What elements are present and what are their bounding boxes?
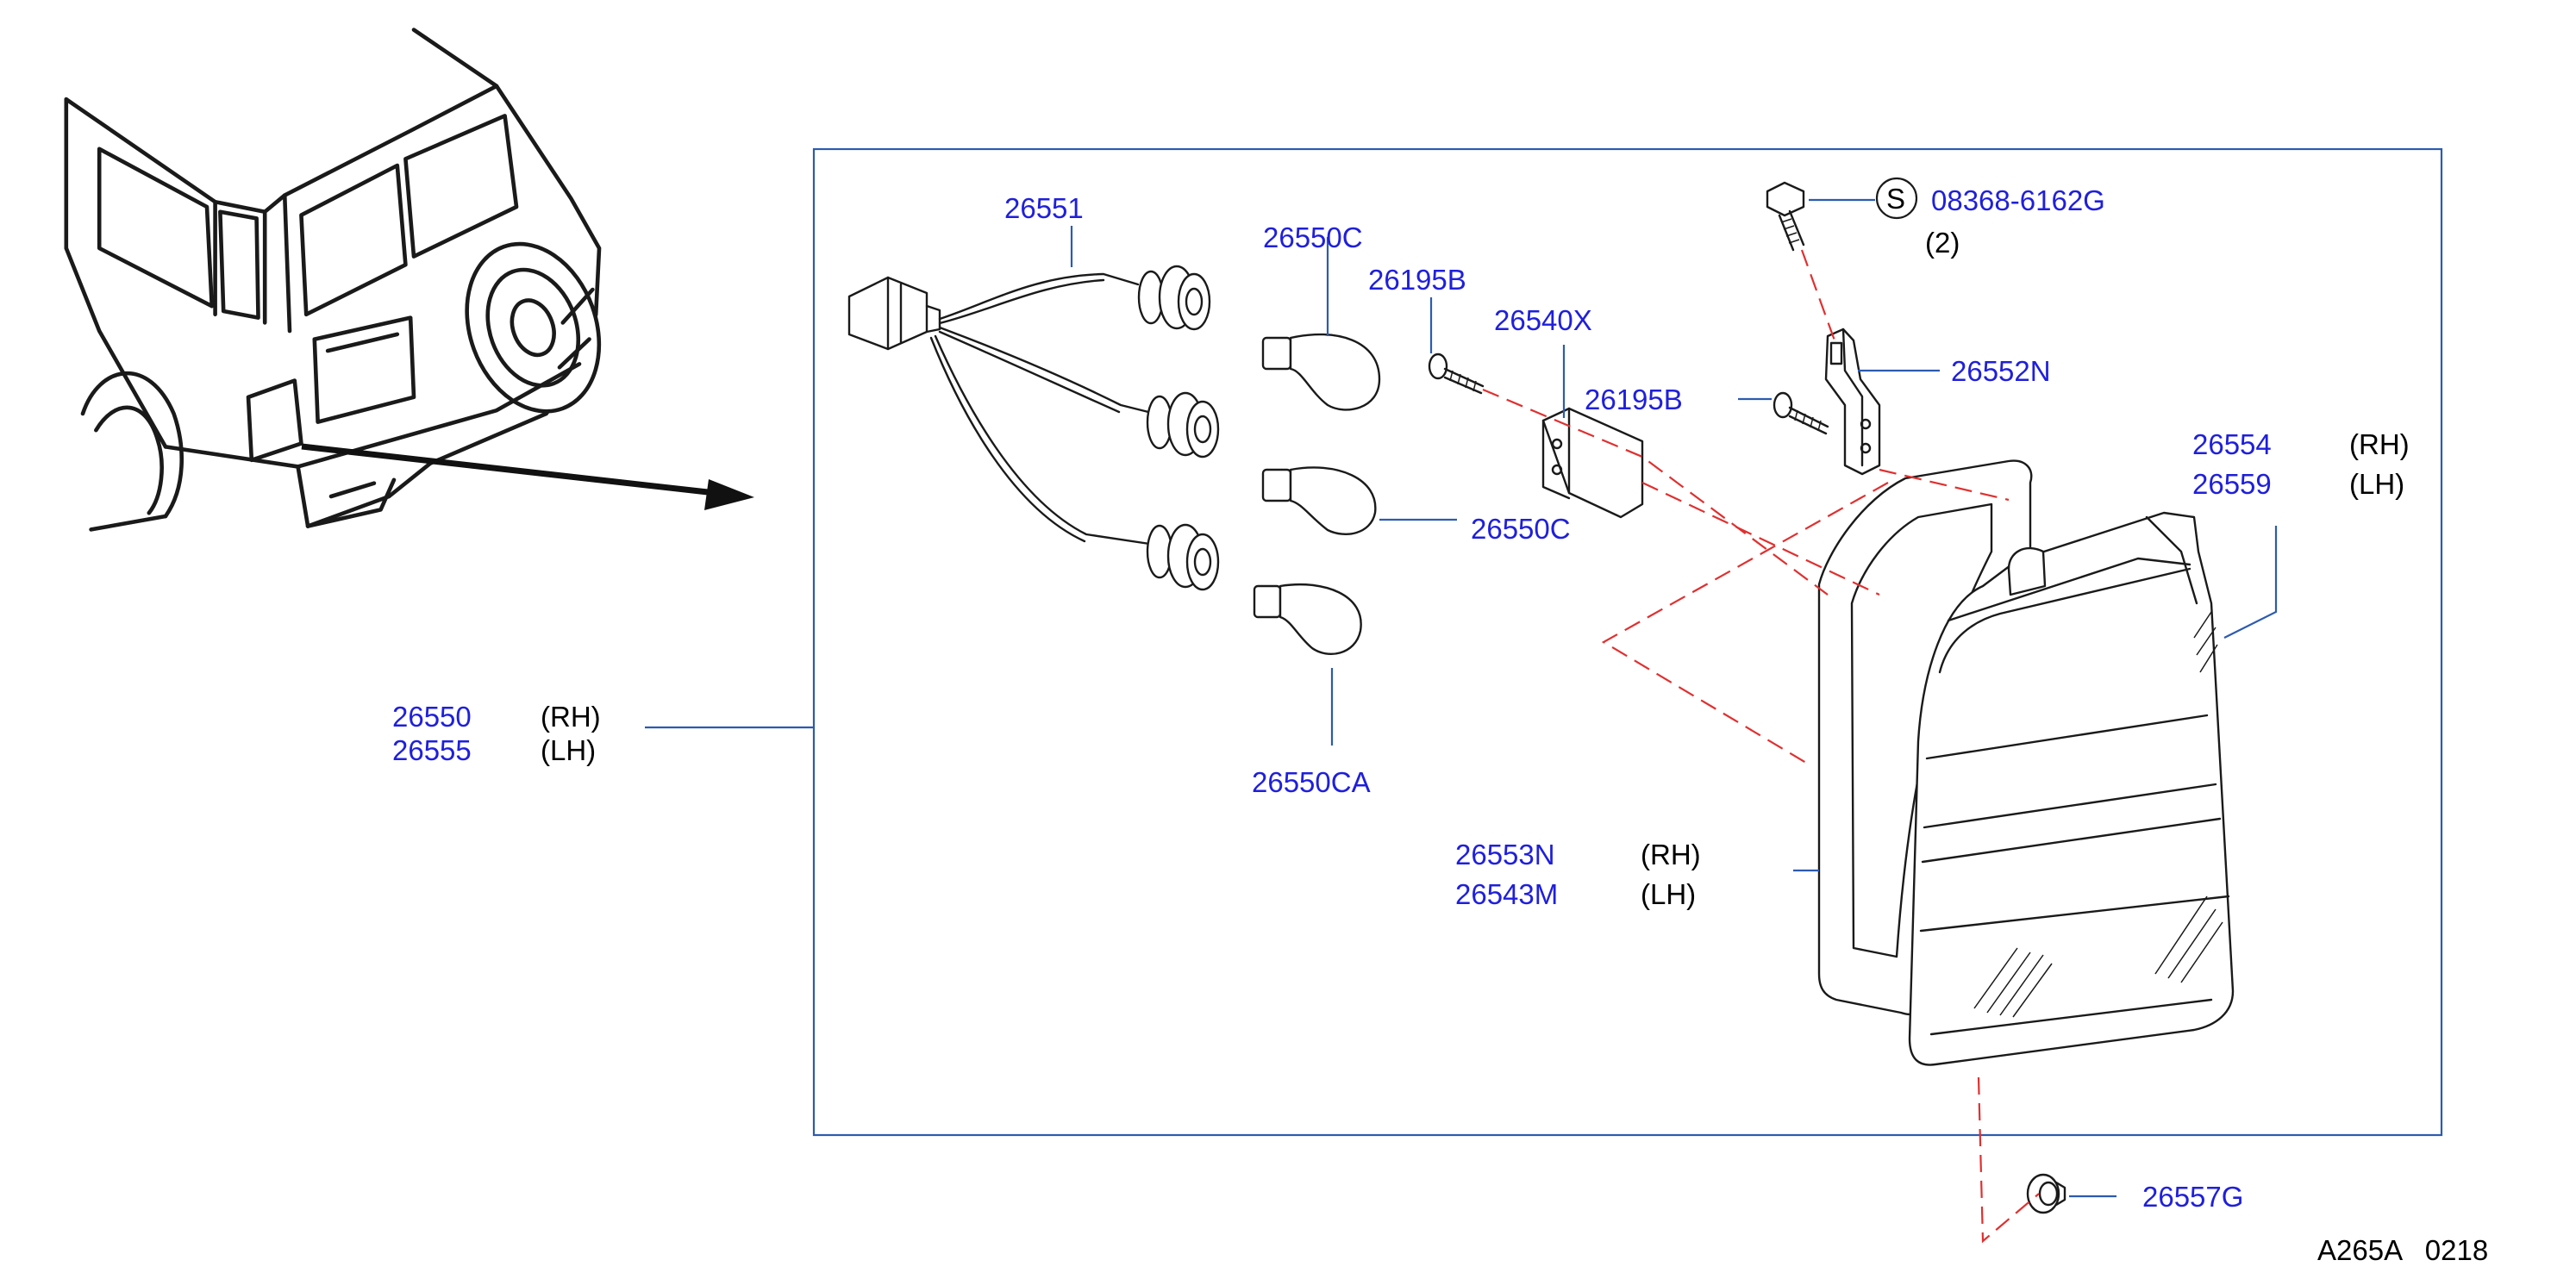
lens-suffix-lh: (LH) [2349,468,2404,500]
standard-part-symbol-letter: S [1886,183,1905,215]
part-number-26555[interactable]: 26555 [392,734,472,766]
part-number-bulb-bottom[interactable]: 26550CA [1252,766,1371,798]
part-number-26554[interactable]: 26554 [2192,428,2272,460]
bolt-08368 [1766,181,1805,252]
lamp-lens [1908,511,2235,1066]
clip-bracket-26552n [1824,328,1881,476]
suffix-rh: (RH) [541,701,601,733]
callout-gasket: 26553N (RH) 26543M (LH) [1455,839,1701,910]
part-number-screw-right[interactable]: 26195B [1585,384,1683,415]
part-number-26553n[interactable]: 26553N [1455,839,1555,870]
part-number-bulb-top[interactable]: 26550C [1263,221,1363,253]
diagram-reference-code: A265A 0218 [2317,1234,2488,1266]
gasket-suffix-lh: (LH) [1641,878,1696,910]
assembly-frame [812,147,2443,1137]
screw-left [1428,353,1485,395]
suffix-lh: (LH) [541,734,596,766]
bracket-26540x [1541,407,1644,519]
socket-top [1137,265,1211,331]
part-number-clip-bracket[interactable]: 26552N [1951,355,2051,387]
callout-bolt: S 08368-6162G (2) [1875,177,2105,259]
bulb-middle [1261,466,1377,536]
location-arrow [301,443,754,510]
assembly-lines [1482,249,2040,1244]
lens-suffix-rh: (RH) [2349,428,2410,460]
part-number-bracket[interactable]: 26540X [1494,304,1592,336]
vehicle-rear-illustration [64,28,602,532]
grommet [2026,1173,2066,1214]
socket-middle [1146,391,1220,459]
part-number-26559[interactable]: 26559 [2192,468,2272,500]
part-number-harness[interactable]: 26551 [1004,192,1084,224]
part-number-screw-left[interactable]: 26195B [1368,264,1466,296]
standard-part-symbol [1875,177,1918,220]
bolt-quantity: (2) [1925,227,1960,259]
socket-bottom [1146,523,1220,591]
part-number-26550[interactable]: 26550 [392,701,472,733]
part-number-26543m[interactable]: 26543M [1455,878,1558,910]
gasket-suffix-rh: (RH) [1641,839,1701,870]
part-number-bolt[interactable]: 08368-6162G [1931,184,2105,216]
callout-lens: 26554 (RH) 26559 (LH) [2192,428,2410,500]
leader-lines [1070,198,2278,1198]
part-number-grommet[interactable]: 26557G [2142,1181,2243,1213]
screw-right [1773,391,1829,435]
harness-assembly [847,265,1220,591]
bulb-bottom [1253,583,1362,655]
callout-combination-lamp: 26550 (RH) 26555 (LH) [392,701,601,766]
part-number-bulb-middle[interactable]: 26550C [1471,513,1571,545]
bulb-top [1261,333,1381,411]
